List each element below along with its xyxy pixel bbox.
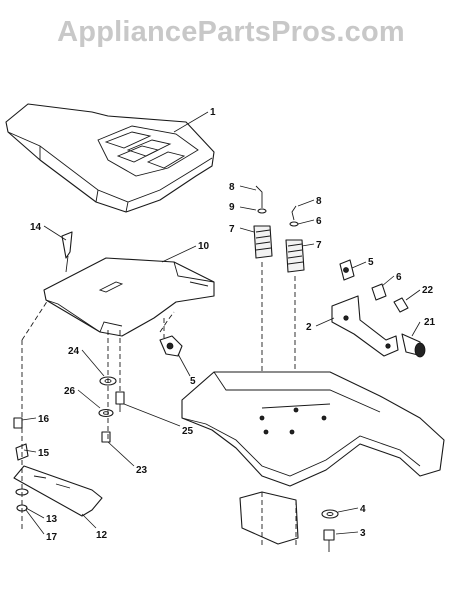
callout-6: 6 [316, 216, 322, 227]
seat-pan-part [43, 257, 215, 337]
callout-17: 17 [46, 532, 58, 543]
callout-6-clip: 6 [396, 272, 402, 283]
callout-5-left: 5 [190, 376, 196, 387]
spring-stack-left [253, 185, 273, 424]
callout-3: 3 [360, 528, 366, 539]
spring-stack-right [285, 205, 305, 428]
spring-tab-part [61, 231, 73, 273]
callout-14: 14 [30, 222, 42, 233]
callout-1: 1 [210, 107, 216, 118]
left-linkage-parts [13, 417, 103, 517]
callout-13: 13 [46, 514, 58, 525]
callout-labels: 1 14 10 8 9 7 8 6 7 5 6 22 2 21 24 26 5 … [30, 107, 436, 543]
callout-15: 15 [38, 448, 50, 459]
callout-25: 25 [182, 426, 194, 437]
callout-7-right: 7 [316, 240, 322, 251]
callout-9: 9 [229, 202, 235, 213]
pivot-bracket-part [159, 311, 183, 357]
callout-24: 24 [68, 346, 80, 357]
watermark-text: AppliancePartsPros.com [57, 16, 405, 48]
callout-21: 21 [424, 317, 436, 328]
frame-fender-part [181, 371, 445, 548]
callout-26: 26 [64, 386, 76, 397]
right-clip-parts [339, 259, 409, 313]
callout-4: 4 [360, 504, 366, 515]
callout-16: 16 [38, 414, 50, 425]
assembly-guide-lines [21, 299, 165, 532]
callout-22: 22 [422, 285, 434, 296]
callout-2: 2 [306, 322, 312, 333]
mounting-bracket-part [331, 295, 399, 357]
seat-part [5, 103, 215, 213]
callout-8-right: 8 [316, 196, 322, 207]
adjustment-knob-part [401, 333, 426, 358]
callout-10: 10 [198, 241, 210, 252]
callout-7: 7 [229, 224, 235, 235]
callout-5: 5 [368, 257, 374, 268]
callout-12: 12 [96, 530, 108, 541]
callout-23: 23 [136, 465, 148, 476]
leader-lines [21, 111, 421, 535]
washer-and-bolt-right [321, 509, 339, 552]
callout-8: 8 [229, 182, 235, 193]
